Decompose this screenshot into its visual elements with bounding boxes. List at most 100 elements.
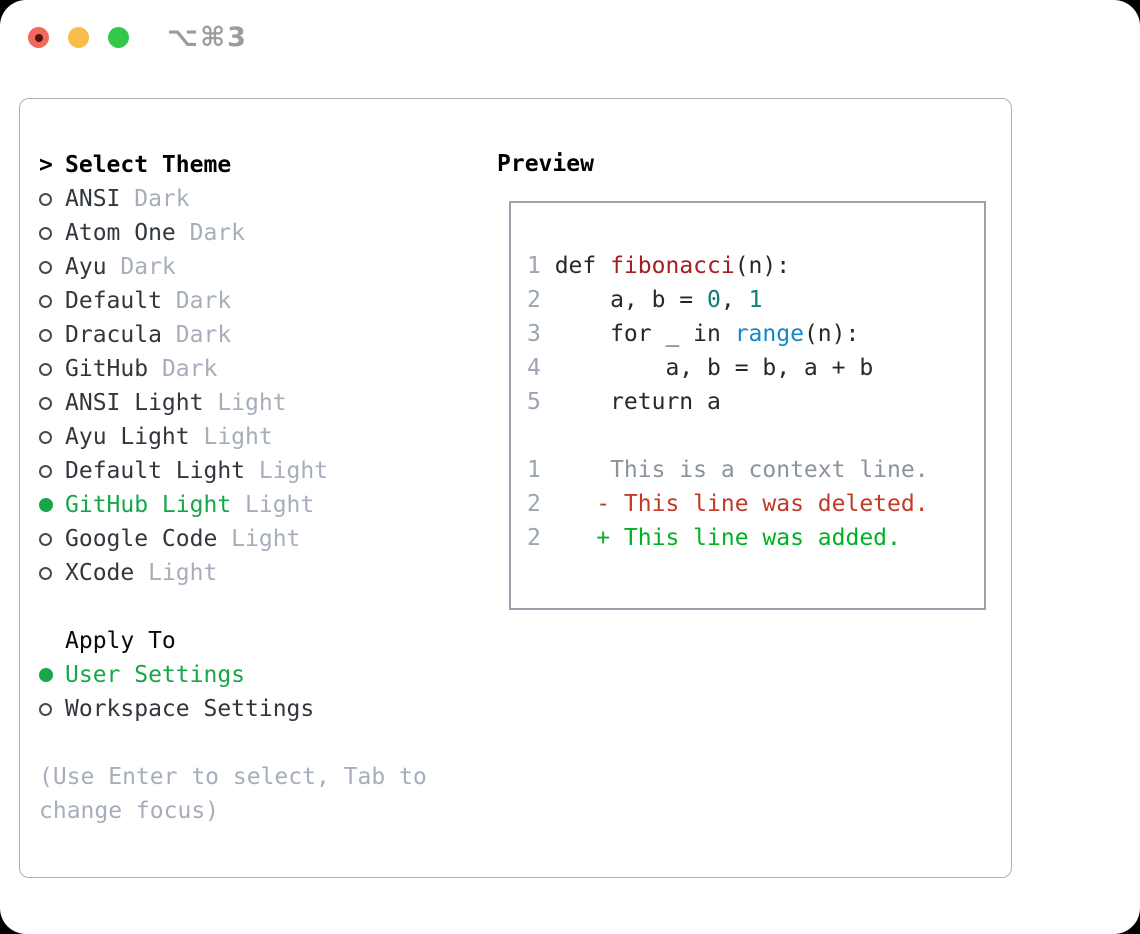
- code-blank-line: [527, 419, 929, 453]
- close-button[interactable]: [28, 27, 49, 48]
- code-line: 4 a, b = b, a + b: [527, 351, 929, 385]
- code-token-default: a, b =: [554, 287, 708, 313]
- code-line: 3 for _ in range(n):: [527, 317, 929, 351]
- theme-option-label: Default Light: [65, 458, 246, 484]
- theme-option-label: Dracula: [65, 322, 162, 348]
- theme-option-label: ANSI: [65, 186, 121, 212]
- theme-variant-tag: Dark: [175, 288, 232, 314]
- radio-unselected-icon: [39, 328, 52, 342]
- radio-cell: [39, 260, 65, 274]
- theme-option-label: Ayu: [65, 254, 107, 280]
- radio-unselected-icon: [39, 702, 52, 716]
- radio-cell: [39, 532, 65, 546]
- theme-picker-header-row: >Select Theme: [39, 148, 489, 182]
- code-token-number: 0: [707, 287, 721, 313]
- radio-cell: [39, 668, 65, 682]
- radio-unselected-icon: [39, 464, 52, 478]
- radio-selected-icon: [39, 498, 53, 512]
- code-line: 2 a, b = 0, 1: [527, 283, 929, 317]
- minimize-button[interactable]: [68, 27, 89, 48]
- code-token-function: fibonacci: [610, 253, 735, 279]
- apply-to-option-label: User Settings: [65, 662, 246, 688]
- line-number: 3: [527, 321, 541, 347]
- theme-variant-tag: Light: [258, 458, 329, 484]
- radio-cell: [39, 396, 65, 410]
- code-token-default: (n):: [734, 253, 791, 279]
- radio-cell: [39, 430, 65, 444]
- code-line: 1 This is a context line.: [527, 453, 929, 487]
- line-number: 2: [527, 491, 541, 517]
- radio-unselected-icon: [39, 566, 52, 580]
- radio-cell: [39, 294, 65, 308]
- radio-cell: [39, 566, 65, 580]
- radio-unselected-icon: [39, 362, 52, 376]
- zoom-button[interactable]: [108, 27, 129, 48]
- code-line: 1 def fibonacci(n):: [527, 249, 929, 283]
- line-number: 2: [527, 287, 541, 313]
- theme-option-default-light[interactable]: Default Light Light: [39, 454, 489, 488]
- code-line: 2 + This line was added.: [527, 521, 929, 555]
- code-token-context: This is a context line.: [554, 457, 929, 483]
- selection-caret-icon: >: [39, 152, 53, 178]
- apply-to-header: Apply To: [65, 628, 176, 654]
- code-token-number: 1: [748, 287, 763, 313]
- radio-selected-icon: [39, 668, 53, 682]
- radio-cell: [39, 498, 65, 512]
- theme-option-github[interactable]: GitHub Dark: [39, 352, 489, 386]
- line-number: 2: [527, 525, 541, 551]
- radio-cell: [39, 702, 65, 716]
- theme-option-atom-one[interactable]: Atom One Dark: [39, 216, 489, 250]
- code-token-default: ,: [720, 287, 749, 313]
- theme-option-label: GitHub: [65, 356, 149, 382]
- theme-variant-tag: Dark: [189, 220, 246, 246]
- radio-unselected-icon: [39, 294, 52, 308]
- spacer: [39, 590, 489, 624]
- code-token-default: def: [554, 253, 611, 279]
- radio-cell: [39, 464, 65, 478]
- theme-variant-tag: Light: [203, 424, 273, 450]
- theme-variant-tag: Dark: [161, 356, 218, 382]
- modified-dot-icon: [34, 33, 43, 42]
- theme-option-label: Google Code: [65, 526, 218, 552]
- code-line: 2 - This line was deleted.: [527, 487, 929, 521]
- code-token-default: return a: [554, 389, 721, 415]
- theme-option-label: XCode: [65, 560, 135, 586]
- code-token-deleted: - This line was deleted.: [554, 491, 929, 517]
- line-number: 4: [527, 355, 541, 381]
- line-number: 1: [527, 253, 541, 279]
- line-number: 1: [527, 457, 541, 483]
- code-token-builtin: range: [734, 321, 804, 347]
- theme-option-github-light[interactable]: GitHub Light Light: [39, 488, 489, 522]
- theme-option-dracula[interactable]: Dracula Dark: [39, 318, 489, 352]
- radio-unselected-icon: [39, 532, 52, 546]
- radio-unselected-icon: [39, 226, 52, 240]
- theme-variant-tag: Light: [148, 560, 218, 586]
- code-token-added: + This line was added.: [554, 525, 901, 551]
- apply-to-option-workspace-settings[interactable]: Workspace Settings: [39, 692, 489, 726]
- line-number: 5: [527, 389, 541, 415]
- theme-option-xcode[interactable]: XCode Light: [39, 556, 489, 590]
- radio-cell: [39, 192, 65, 206]
- radio-unselected-icon: [39, 430, 52, 444]
- radio-unselected-icon: [39, 192, 52, 206]
- theme-option-label: GitHub Light: [65, 492, 232, 518]
- theme-option-label: Atom One: [65, 220, 176, 246]
- theme-variant-tag: Light: [245, 492, 315, 518]
- apply-to-option-user-settings[interactable]: User Settings: [39, 658, 489, 692]
- titlebar: ⌥⌘3: [0, 0, 1140, 76]
- theme-variant-tag: Light: [217, 390, 287, 416]
- theme-variant-tag: Dark: [175, 322, 232, 348]
